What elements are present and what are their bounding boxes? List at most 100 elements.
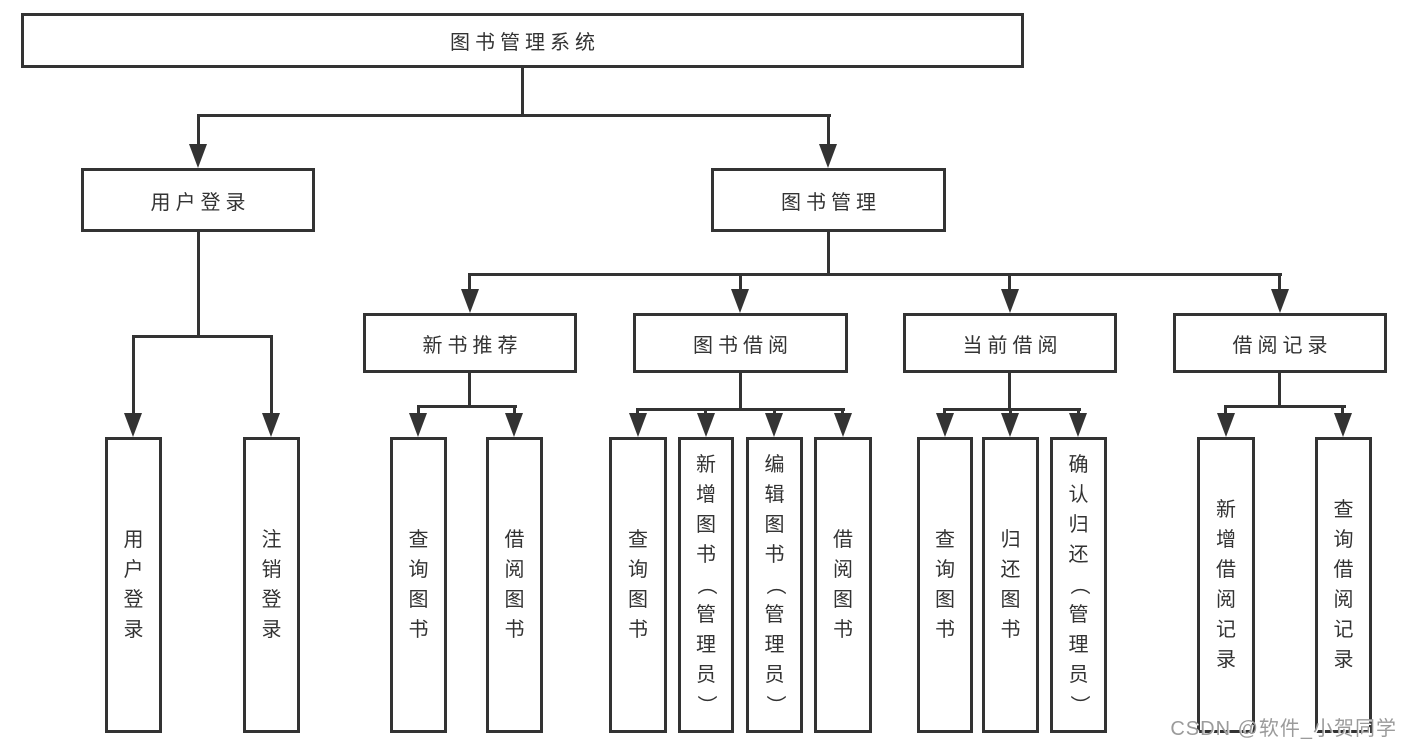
leaf-user-login: 用户登录 bbox=[105, 437, 162, 733]
vertical-char: 询 bbox=[935, 559, 955, 581]
arrowhead-icon bbox=[819, 144, 837, 168]
connector-line bbox=[943, 408, 1081, 411]
vertical-char: 图 bbox=[504, 589, 525, 611]
leaf-query-books-recommend-label: 查询图书 bbox=[409, 440, 429, 730]
arrowhead-icon bbox=[505, 413, 523, 437]
vertical-char: 书 bbox=[935, 619, 955, 641]
vertical-char: 认 bbox=[1068, 484, 1089, 506]
vertical-char: 阅 bbox=[833, 559, 853, 581]
vertical-char: 书 bbox=[696, 544, 716, 566]
node-root: 图书管理系统 bbox=[21, 13, 1024, 68]
vertical-char: 录 bbox=[1216, 649, 1236, 671]
vertical-char: 员 bbox=[1068, 664, 1089, 686]
node-borrow-records: 借阅记录 bbox=[1173, 313, 1387, 373]
vertical-char: 新 bbox=[696, 454, 716, 476]
connector-line bbox=[417, 405, 517, 408]
leaf-query-borrow-record: 查询借阅记录 bbox=[1315, 437, 1372, 733]
vertical-char: 还 bbox=[1000, 559, 1021, 581]
leaf-borrow-books-recommend-label: 借阅图书 bbox=[505, 440, 525, 730]
vertical-char: 阅 bbox=[504, 559, 525, 581]
arrowhead-icon bbox=[1069, 413, 1087, 437]
leaf-borrow-books-recommend: 借阅图书 bbox=[486, 437, 543, 733]
leaf-return-books-label: 归还图书 bbox=[1001, 440, 1021, 730]
connector-line bbox=[1341, 405, 1344, 415]
vertical-char: 查 bbox=[935, 529, 955, 551]
vertical-char: 理 bbox=[696, 634, 716, 656]
vertical-char: 询 bbox=[628, 559, 648, 581]
node-book-borrow: 图书借阅 bbox=[633, 313, 848, 373]
connector-line bbox=[197, 114, 200, 147]
vertical-char: 录 bbox=[123, 619, 144, 641]
connector-line bbox=[773, 408, 776, 415]
vertical-char: 户 bbox=[123, 559, 144, 581]
vertical-char: ） bbox=[763, 695, 786, 715]
arrowhead-icon bbox=[189, 144, 207, 168]
connector-line bbox=[132, 335, 135, 415]
vertical-char: 员 bbox=[764, 664, 785, 686]
vertical-char: 图 bbox=[408, 589, 429, 611]
vertical-char: 管 bbox=[764, 604, 785, 626]
vertical-char: 增 bbox=[1216, 529, 1236, 551]
leaf-logout-label: 注销登录 bbox=[262, 440, 282, 730]
vertical-char: ） bbox=[1067, 695, 1090, 715]
arrowhead-icon bbox=[409, 413, 427, 437]
connector-line bbox=[1009, 408, 1012, 415]
vertical-char: 书 bbox=[833, 619, 853, 641]
connector-line bbox=[636, 408, 639, 415]
connector-line bbox=[468, 273, 471, 291]
leaf-edit-books-admin-label: 编辑图书（管理员） bbox=[764, 440, 786, 730]
vertical-char: 书 bbox=[764, 544, 785, 566]
vertical-char: 录 bbox=[261, 619, 282, 641]
arrowhead-icon bbox=[124, 413, 142, 437]
node-user-login: 用户登录 bbox=[81, 168, 315, 232]
vertical-char: 图 bbox=[1000, 589, 1021, 611]
vertical-char: 阅 bbox=[1333, 589, 1354, 611]
arrowhead-icon bbox=[834, 413, 852, 437]
node-book-management-label: 图书管理 bbox=[781, 191, 881, 214]
vertical-char: 增 bbox=[696, 484, 716, 506]
vertical-char: 书 bbox=[408, 619, 429, 641]
leaf-query-books-current-label: 查询图书 bbox=[935, 440, 955, 730]
node-borrow-records-label: 借阅记录 bbox=[1232, 334, 1333, 357]
vertical-char: 记 bbox=[1216, 619, 1236, 641]
vertical-char: 图 bbox=[628, 589, 648, 611]
vertical-char: 阅 bbox=[1216, 589, 1236, 611]
vertical-char: 询 bbox=[1333, 529, 1354, 551]
connector-line bbox=[132, 335, 273, 338]
leaf-query-books-current: 查询图书 bbox=[917, 437, 973, 733]
vertical-char: 编 bbox=[764, 454, 785, 476]
vertical-char: 管 bbox=[1068, 604, 1089, 626]
leaf-query-books-borrow-label: 查询图书 bbox=[628, 440, 648, 730]
vertical-char: 借 bbox=[833, 529, 853, 551]
arrowhead-icon bbox=[1334, 413, 1352, 437]
leaf-borrow-books: 借阅图书 bbox=[814, 437, 872, 733]
arrowhead-icon bbox=[1217, 413, 1235, 437]
vertical-char: 图 bbox=[696, 514, 716, 536]
connector-line bbox=[1077, 408, 1080, 415]
vertical-char: 新 bbox=[1216, 499, 1236, 521]
leaf-add-borrow-record-label: 新增借阅记录 bbox=[1216, 440, 1236, 730]
arrowhead-icon bbox=[262, 413, 280, 437]
vertical-char: 图 bbox=[833, 589, 853, 611]
connector-line bbox=[841, 408, 844, 415]
connector-line bbox=[468, 373, 471, 408]
vertical-char: 录 bbox=[1333, 649, 1354, 671]
vertical-char: 确 bbox=[1068, 454, 1089, 476]
vertical-char: 询 bbox=[408, 559, 429, 581]
vertical-char: 书 bbox=[504, 619, 525, 641]
vertical-char: 注 bbox=[261, 529, 282, 551]
leaf-user-login-label: 用户登录 bbox=[124, 440, 144, 730]
vertical-char: 查 bbox=[408, 529, 429, 551]
vertical-char: 借 bbox=[1216, 559, 1236, 581]
leaf-edit-books-admin: 编辑图书（管理员） bbox=[746, 437, 803, 733]
vertical-char: 借 bbox=[504, 529, 525, 551]
vertical-char: 书 bbox=[628, 619, 648, 641]
vertical-char: 用 bbox=[123, 529, 144, 551]
arrowhead-icon bbox=[461, 289, 479, 313]
node-book-borrow-label: 图书借阅 bbox=[693, 334, 793, 357]
leaf-add-books-admin-label: 新增图书（管理员） bbox=[695, 440, 717, 730]
vertical-char: 理 bbox=[1068, 634, 1089, 656]
vertical-char: 登 bbox=[123, 589, 144, 611]
leaf-confirm-return-admin-label: 确认归还（管理员） bbox=[1068, 440, 1090, 730]
